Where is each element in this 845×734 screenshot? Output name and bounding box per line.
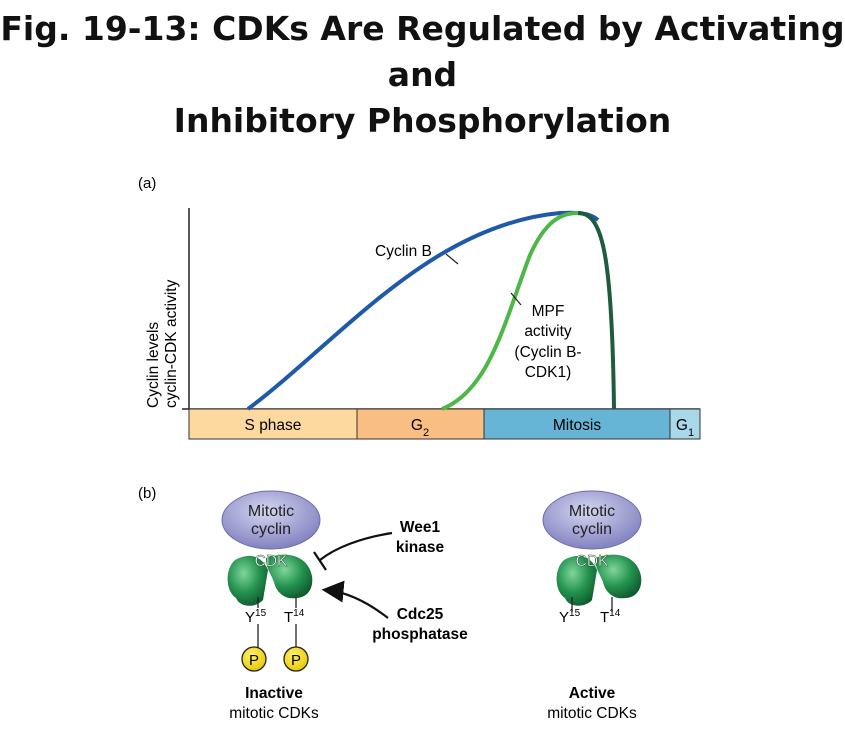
wee1-inhibit-line [319, 531, 393, 561]
phosphate-t14 [283, 646, 309, 672]
phase-s [188, 408, 358, 440]
mpf-label-line-4: CDK1) [525, 364, 572, 381]
phosphate-y15-label: P [249, 652, 259, 669]
inactive-y-residue: Y15 [245, 608, 267, 626]
active-complex: Mitotic cyclin CDK Y15 T14 [542, 490, 642, 626]
mpf-fall-curve [577, 211, 616, 410]
mpf-label-line-2: activity [524, 323, 572, 340]
active-cyclin-line-2: cyclin [572, 521, 612, 538]
active-cdk-left-lobe [556, 555, 597, 606]
phosphate-t14-label: P [291, 652, 301, 669]
mpf-label-line-3: (Cyclin B- [514, 344, 581, 361]
panel-a-label: (a) [138, 175, 156, 192]
phosphate-y15 [241, 646, 267, 672]
y-axis-label-line-2: cyclin-CDK activity [163, 279, 180, 408]
y-axis-label: Cyclin levels cyclin-CDK activity [145, 279, 180, 408]
phase-s-label: S phase [245, 417, 302, 434]
active-y-residue: Y15 [559, 608, 581, 626]
active-t-residue: T14 [600, 608, 621, 626]
inactive-y-label-bg [243, 608, 273, 624]
inactive-cdk-left-lobe [227, 555, 268, 606]
active-cyclin-line-1: Mitotic [569, 503, 615, 520]
mpf-label-line-1: MPF [532, 303, 565, 320]
cyclin-b-label: Cyclin B [375, 243, 432, 260]
inactive-cyclin [221, 490, 321, 550]
inactive-cdk-label: CDK [255, 553, 288, 570]
phase-g1-label: G1 [676, 417, 694, 439]
figure-title: Fig. 19-13: CDKs Are Regulated by Activa… [0, 6, 845, 144]
phase-g1 [669, 408, 701, 440]
active-caption-line-2: mitotic CDKs [547, 705, 637, 722]
inactive-cdk-right-lobe [266, 554, 313, 599]
inactive-t-residue: T14 [284, 608, 305, 626]
inactive-complex: Mitotic cyclin CDK Y15 T14 P P [221, 490, 321, 672]
inactive-caption-line-1: Inactive [245, 685, 303, 702]
y-axis-label-line-1: Cyclin levels [145, 322, 162, 408]
wee1-inhibit-bar [313, 551, 327, 571]
mpf-label: MPF activity (Cyclin B- CDK1) [514, 303, 581, 381]
phase-mitosis-label: Mitosis [553, 417, 601, 434]
phase-bar: S phase G2 Mitosis G1 [188, 408, 701, 440]
cdc25-arrow [321, 580, 389, 619]
inactive-cyclin-line-1: Mitotic [248, 503, 294, 520]
panel-b-label: (b) [138, 485, 156, 502]
active-caption-line-1: Active [569, 685, 616, 702]
active-cyclin [542, 490, 642, 550]
inactive-cyclin-line-2: cyclin [251, 521, 291, 538]
mpf-activity-curve [441, 211, 579, 411]
phase-g2-label: G2 [411, 417, 429, 439]
mpf-leader [510, 292, 522, 306]
phase-g2 [356, 408, 485, 440]
title-line-1: Fig. 19-13: CDKs Are Regulated by Activa… [0, 9, 845, 94]
cdc25-label-line-2: phosphatase [372, 626, 468, 643]
cdc25-label-line-1: Cdc25 [397, 606, 444, 623]
cyclin-b-leader [445, 253, 459, 265]
active-cdk-right-lobe [595, 554, 642, 599]
title-line-2: Inhibitory Phosphorylation [173, 101, 672, 140]
active-cdk-label: CDK [576, 553, 609, 570]
inactive-caption-line-2: mitotic CDKs [229, 705, 319, 722]
wee1-label-line-1: Wee1 [400, 519, 441, 536]
inactive-t-label-bg [282, 608, 312, 624]
wee1-label-line-2: kinase [396, 539, 445, 556]
